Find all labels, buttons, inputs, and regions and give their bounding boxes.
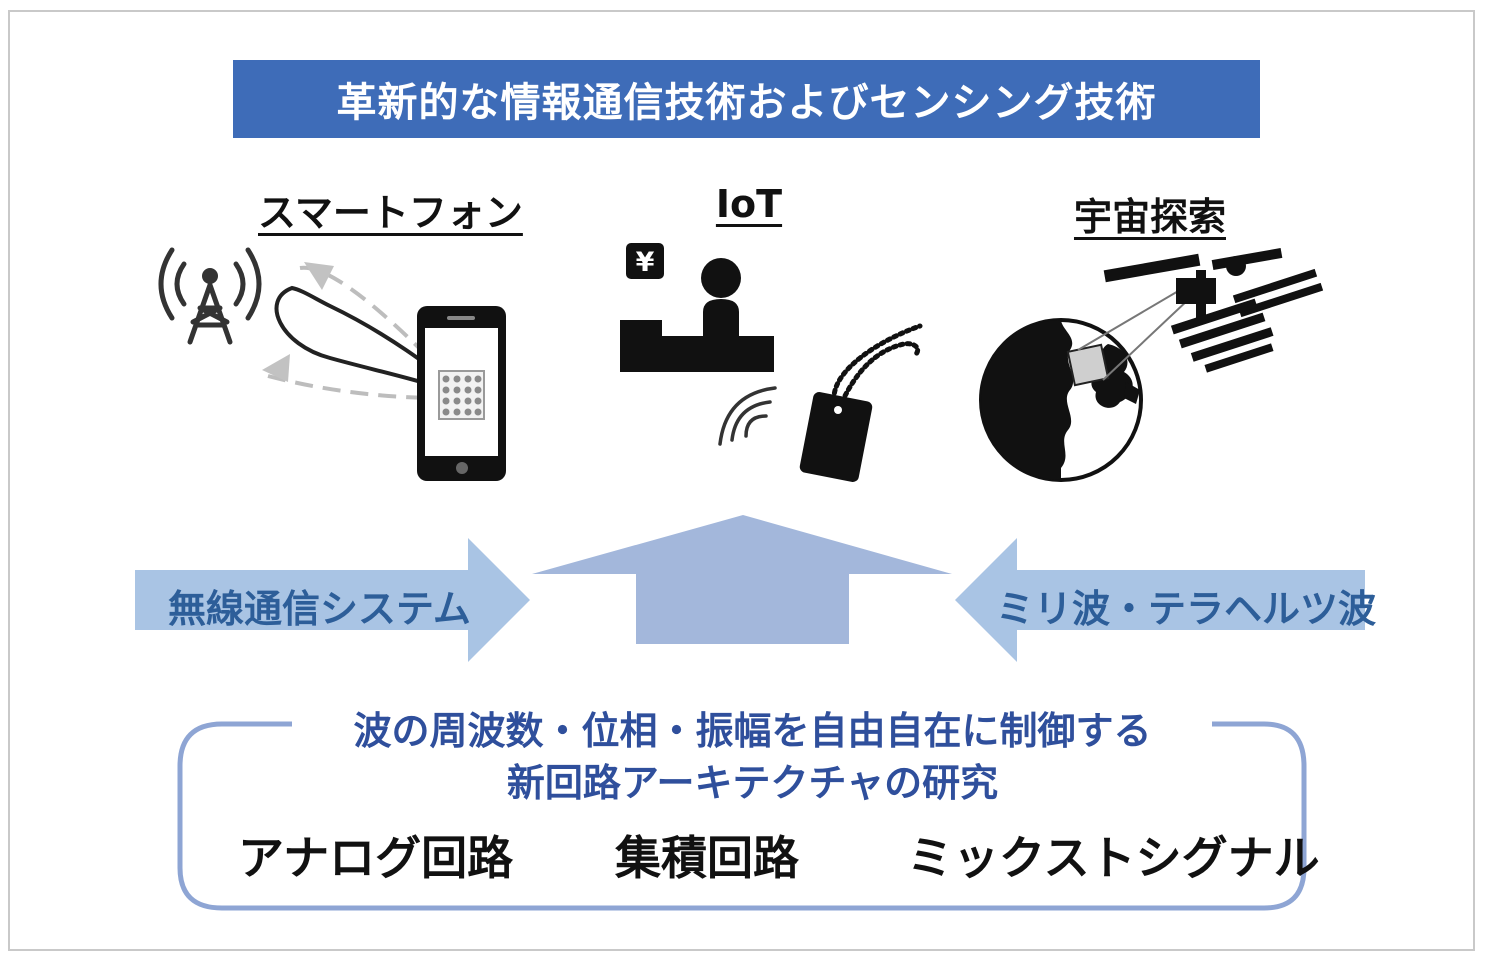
right-arrow-shape [955, 538, 1365, 662]
figure-frame [8, 10, 1475, 951]
wireless-signal-icon [718, 386, 777, 446]
up-arrow-shape [532, 515, 952, 644]
space-station-icon [1077, 247, 1324, 381]
category-space: 宇宙探索 [1073, 195, 1226, 239]
rfid-tag-icon [799, 323, 923, 482]
integrated-circuit-label: 集積回路 [615, 831, 799, 885]
mixed-signal-label: ミックストシグナル [907, 831, 1320, 885]
research-line-1: 波の周波数・位相・振幅を自由自在に制御する [353, 709, 1152, 753]
category-smartphone: スマートフォン [258, 191, 523, 235]
research-line-2: 新回路アーキテクチャの研究 [506, 761, 999, 805]
smartphone-icon [417, 306, 506, 481]
mmwave-thz-label: ミリ波・テラヘルツ波 [996, 587, 1377, 631]
yen-icon: ¥ [636, 247, 655, 278]
planet-icon [979, 318, 1143, 482]
title-banner: 革新的な情報通信技術およびセンシング技術 [233, 60, 1260, 138]
category-iot: IoT [715, 182, 783, 226]
antenna-tower-icon [158, 247, 262, 345]
cashier-icon: ¥ [620, 243, 774, 372]
research-box-frame [177, 721, 1307, 911]
left-arrow-shape [135, 538, 530, 662]
analog-circuit-label: アナログ回路 [238, 831, 514, 885]
wireless-system-label: 無線通信システム [168, 587, 471, 631]
